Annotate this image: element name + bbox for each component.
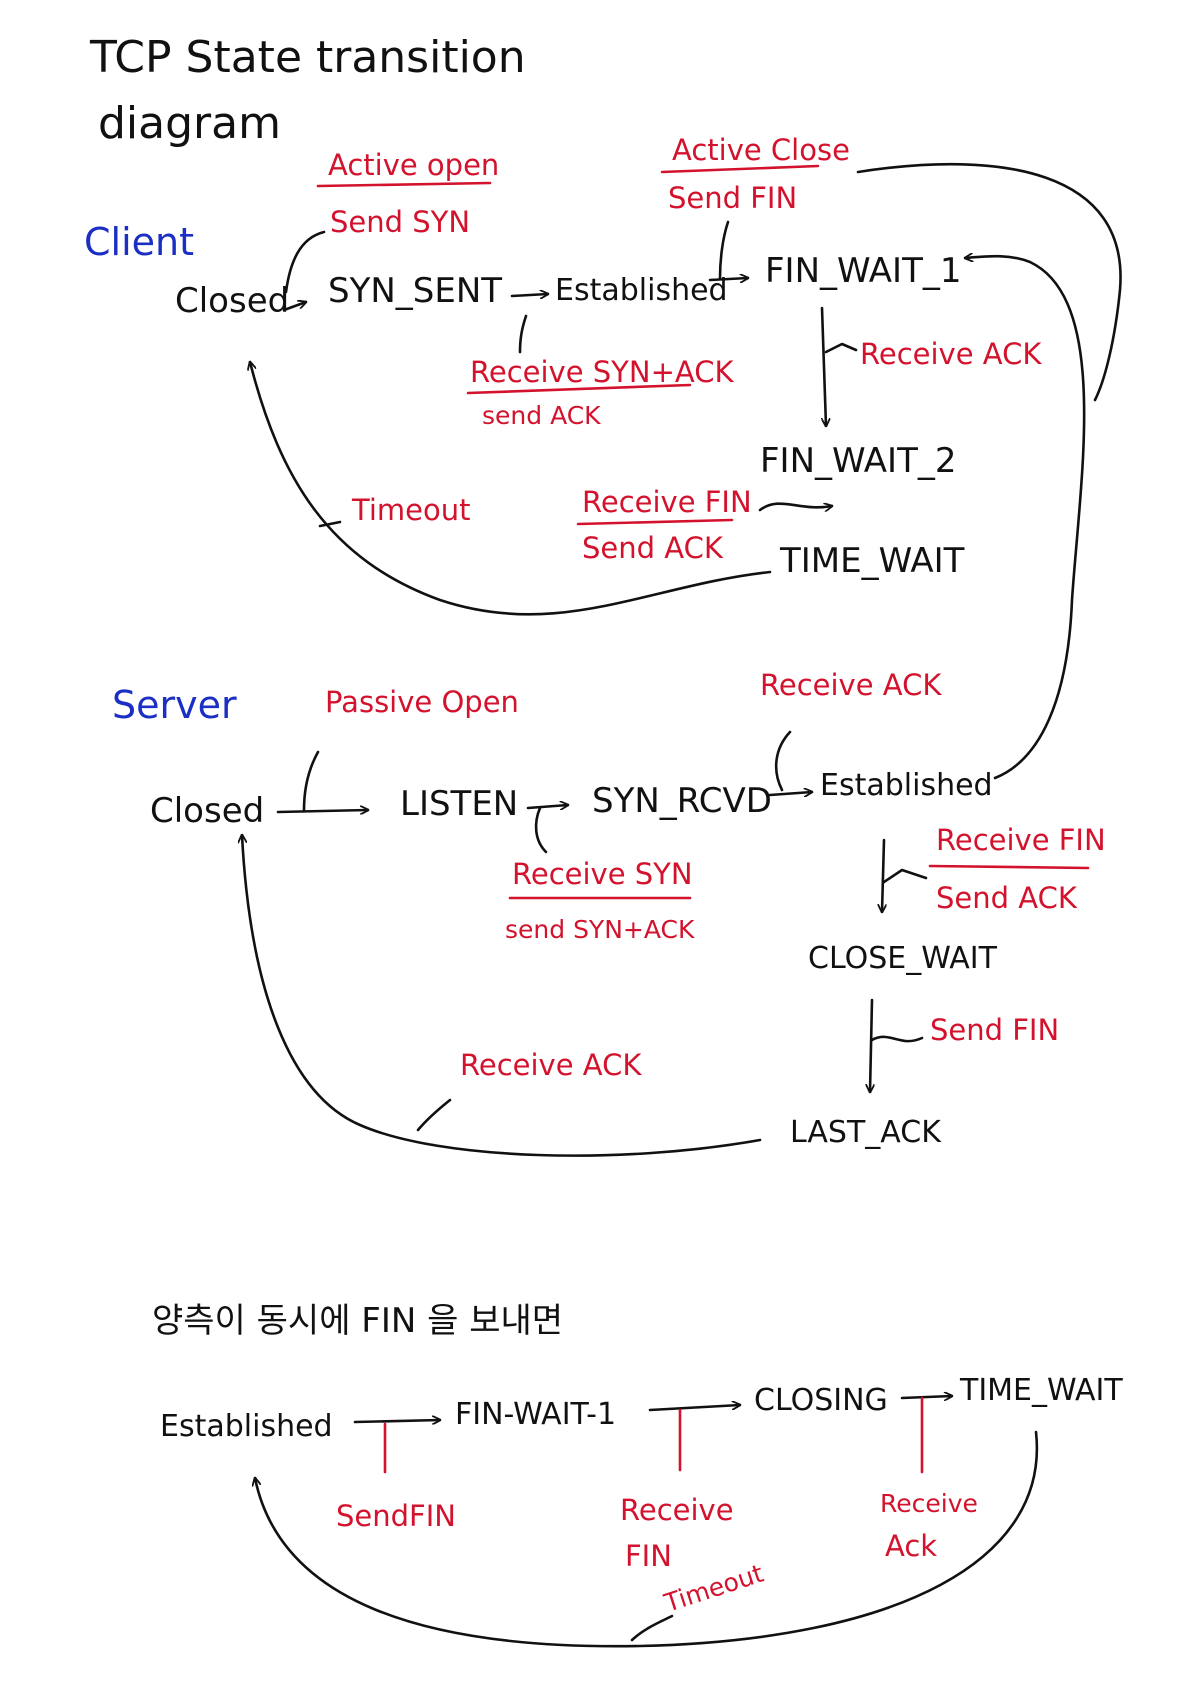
client-state-fin-wait-2: FIN_WAIT_2 — [760, 441, 956, 481]
client-state-fin-wait-1: FIN_WAIT_1 — [765, 251, 961, 291]
client-event-send-ack-2: Send ACK — [582, 531, 724, 565]
server-state-close-wait: CLOSE_WAIT — [808, 941, 998, 976]
server-event-passive-open: Passive Open — [325, 685, 519, 719]
simultaneous-event-receive: Receive — [620, 1493, 734, 1527]
client-edge-established-to-fin-wait-1 — [708, 278, 750, 280]
server-receive-ack-2-tick — [416, 1098, 452, 1132]
server-state-closed: Closed — [150, 791, 264, 831]
server-event-send-ack: Send ACK — [936, 881, 1078, 915]
client-state-established: Established — [555, 273, 728, 308]
client-active-open-divider — [316, 181, 492, 188]
client-active-open-tick — [284, 230, 326, 294]
client-event-active-open: Active open — [328, 148, 499, 182]
client-state-syn-sent: SYN_SENT — [328, 271, 502, 311]
server-event-receive-ack: Receive ACK — [760, 668, 942, 702]
client-edge-fin-wait-2-to-time-wait — [758, 504, 832, 510]
client-edge-fin-wait-1-to-fin-wait-2 — [820, 306, 826, 428]
server-edge-syn-rcvd-to-established — [768, 792, 814, 795]
client-active-close-divider — [660, 164, 820, 174]
server-state-syn-rcvd: SYN_RCVD — [592, 781, 772, 821]
server-receive-fin-divider — [928, 864, 1090, 870]
server-event-receive-fin: Receive FIN — [936, 823, 1106, 857]
simultaneous-state-closing: CLOSING — [754, 1383, 888, 1418]
server-state-listen: LISTEN — [400, 784, 518, 824]
server-receive-ack-tick — [774, 730, 792, 792]
server-state-last-ack: LAST_ACK — [790, 1115, 942, 1150]
server-event-send-syn-ack: send SYN+ACK — [505, 915, 695, 944]
client-state-time-wait: TIME_WAIT — [779, 541, 965, 581]
client-event-send-syn: Send SYN — [330, 205, 470, 239]
client-receive-ack-tick — [824, 342, 858, 354]
simultaneous-edge-fin-wait-1-to-closing — [648, 1405, 742, 1412]
client-syn-ack-tick — [518, 314, 528, 354]
server-send-fin-tick — [870, 1035, 924, 1043]
server-edge-closed-to-listen — [276, 810, 370, 812]
client-timeout-tick — [318, 520, 342, 528]
simultaneous-event-fin: FIN — [625, 1539, 672, 1573]
server-edge-last-ack-to-closed — [242, 833, 762, 1157]
client-edge-closed-to-syn-sent — [282, 302, 306, 312]
server-edge-listen-to-syn-rcvd — [526, 805, 570, 808]
server-state-established: Established — [820, 768, 993, 803]
client-state-closed: Closed — [175, 281, 289, 321]
diagram-title-line2: diagram — [98, 98, 281, 149]
simultaneous-event-ack: Ack — [885, 1529, 937, 1563]
simultaneous-state-time-wait: TIME_WAIT — [959, 1373, 1123, 1408]
simultaneous-edge-closing-to-time-wait — [900, 1396, 954, 1398]
client-edge-active-close-loop — [856, 162, 1122, 402]
diagram-title-line1: TCP State transition — [89, 32, 526, 83]
client-syn-ack-divider — [466, 383, 692, 395]
client-event-receive-ack: Receive ACK — [860, 337, 1042, 371]
server-event-receive-ack-2: Receive ACK — [460, 1048, 642, 1082]
simultaneous-event-send-fin: SendFIN — [336, 1499, 456, 1533]
server-edge-close-wait-to-last-ack — [870, 998, 872, 1094]
server-event-receive-syn: Receive SYN — [512, 857, 693, 891]
simultaneous-event-timeout: Timeout — [660, 1559, 767, 1619]
simultaneous-state-established: Established — [160, 1409, 333, 1444]
simultaneous-edge-time-wait-to-established — [255, 1430, 1039, 1648]
server-receive-syn-tick — [534, 806, 548, 854]
client-event-send-fin: Send FIN — [668, 181, 797, 215]
server-section-label: Server — [112, 683, 237, 727]
client-edge-syn-sent-to-established — [510, 294, 550, 296]
server-receive-fin-tick — [882, 868, 928, 884]
client-event-receive-syn-ack: Receive SYN+ACK — [470, 355, 734, 389]
server-edge-established-to-close-wait — [882, 838, 884, 914]
simultaneous-timeout-tick — [630, 1614, 674, 1642]
client-active-close-tick — [718, 220, 730, 280]
client-event-timeout: Timeout — [351, 493, 470, 527]
client-edge-time-wait-to-closed — [250, 362, 772, 616]
server-event-send-fin: Send FIN — [930, 1013, 1059, 1047]
edge-server-established-to-client-fin-wait-1 — [963, 256, 1086, 780]
server-passive-open-tick — [302, 750, 320, 812]
simultaneous-close-note: 양측이 동시에 FIN 을 보내면 — [152, 1301, 563, 1341]
client-receive-fin-divider — [576, 518, 734, 526]
client-section-label: Client — [84, 220, 194, 264]
simultaneous-edge-established-to-fin-wait-1 — [353, 1420, 442, 1422]
client-event-send-ack: send ACK — [482, 401, 601, 430]
simultaneous-event-receive-2: Receive — [880, 1489, 978, 1518]
client-event-active-close: Active Close — [672, 133, 850, 167]
simultaneous-state-fin-wait-1: FIN-WAIT-1 — [455, 1397, 616, 1432]
client-event-receive-fin: Receive FIN — [582, 485, 752, 519]
